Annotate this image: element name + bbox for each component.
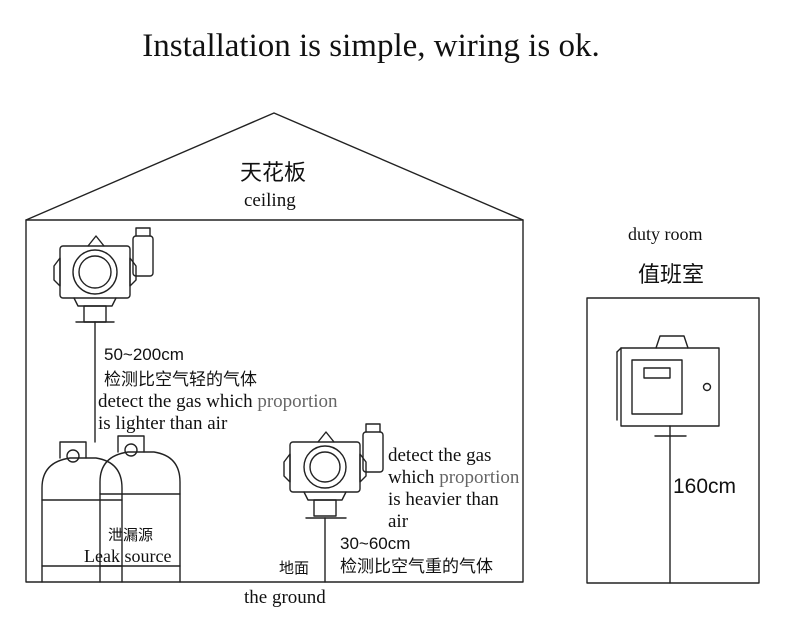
lower-height-label: 30~60cm — [340, 534, 411, 553]
diagram-title: Installation is simple, wiring is ok. — [142, 28, 600, 64]
lower-en-line2-start: which — [388, 467, 440, 488]
ground-label-zh: 地面 — [279, 560, 310, 577]
lower-en-line2-end: proportion — [439, 467, 520, 488]
lower-gas-detector — [283, 423, 384, 583]
lower-zh-label: 检测比空气重的气体 — [340, 557, 493, 576]
leak-source-label-en: Leak source — [84, 546, 172, 566]
duty-room-height-label: 160cm — [673, 475, 737, 498]
duty-room-label-en: duty room — [628, 224, 703, 244]
upper-height-label: 50~200cm — [104, 345, 184, 364]
house-roof — [25, 112, 524, 221]
lower-en-line3: is heavier than — [388, 489, 499, 510]
upper-en-line1: detect the gas which proportion — [98, 391, 338, 413]
ceiling-label-zh: 天花板 — [240, 160, 307, 185]
lower-en-line2: which proportion — [388, 467, 519, 489]
ceiling-label-en: ceiling — [244, 190, 296, 211]
gas-cylinders — [41, 435, 181, 583]
upper-en-line1-end: proportion — [257, 391, 338, 412]
leak-source-label-zh: 泄漏源 — [108, 527, 154, 544]
upper-gas-detector — [53, 227, 154, 443]
upper-en-line2: is lighter than air — [98, 413, 228, 434]
duty-room-walls — [586, 297, 760, 584]
lower-en-line4: air — [388, 511, 409, 532]
house-walls — [25, 219, 524, 583]
lower-en-line1: detect the gas — [388, 445, 492, 466]
ground-label-en: the ground — [244, 587, 326, 608]
upper-en-line1-start: detect the gas which — [98, 391, 258, 412]
duty-room-label-zh: 值班室 — [638, 262, 705, 287]
controller-cabinet — [616, 335, 720, 584]
upper-zh-label: 检测比空气轻的气体 — [104, 370, 257, 389]
